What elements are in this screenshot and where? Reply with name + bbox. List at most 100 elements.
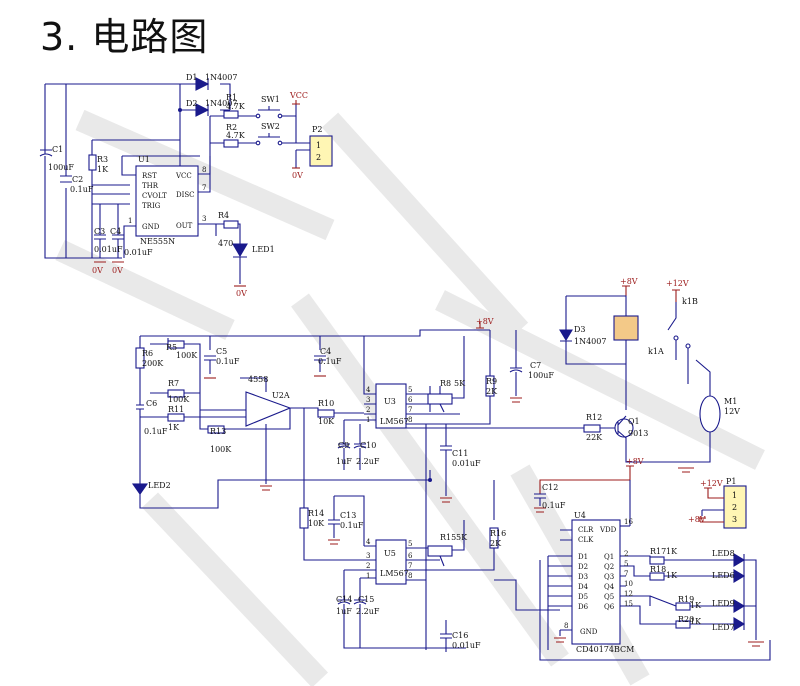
- r9-value: 2K: [486, 387, 498, 396]
- led9-label: LED9: [712, 599, 735, 608]
- r6-value: 200K: [142, 359, 164, 368]
- u4-pin2: 2: [624, 550, 628, 558]
- u4-pin8: 8: [564, 622, 568, 630]
- vcc-label: VCC: [289, 91, 308, 100]
- r7-value: 100K: [168, 395, 190, 404]
- lower-section: [131, 465, 771, 661]
- p1-label: P1: [726, 477, 736, 486]
- u3-pin5: 5: [408, 386, 412, 394]
- r1-value: 4.7K: [226, 102, 246, 111]
- r1-label: R1: [226, 93, 237, 102]
- u5-pin5: 5: [408, 540, 412, 548]
- u4-d5: D5: [578, 593, 588, 601]
- c14-value: 1uF: [336, 607, 352, 616]
- led8-label: LED8: [712, 549, 735, 558]
- r14-value: 10K: [308, 519, 325, 528]
- u4-q6: Q6: [604, 603, 615, 611]
- u1-disc: DISC: [176, 191, 195, 199]
- c9-label: C9: [338, 441, 349, 450]
- u3-pin1: 1: [366, 416, 370, 424]
- u3-pin2: 2: [366, 406, 370, 414]
- u4-pin15: 15: [624, 600, 633, 608]
- u4-pin16: 16: [624, 518, 633, 526]
- r20-label: R20: [678, 615, 694, 624]
- r10-label: R10: [318, 399, 334, 408]
- u4-d1: D1: [578, 553, 588, 561]
- r14-label: R14: [308, 509, 324, 518]
- r5-label: R5: [166, 343, 177, 352]
- v12-label-k1b: +12V: [666, 279, 689, 288]
- c5-label: C5: [216, 347, 227, 356]
- c1-value: 100uF: [48, 163, 74, 172]
- ic4558-label: 4558: [248, 375, 268, 384]
- r11-value: 1K: [168, 423, 180, 432]
- r18-label: R18: [650, 565, 666, 574]
- c16-label: C16: [452, 631, 468, 640]
- c2-label: C2: [72, 175, 83, 184]
- u1-pin3: 3: [202, 215, 206, 223]
- r2-value: 4.7K: [226, 131, 246, 140]
- c7-label: C7: [530, 361, 541, 370]
- c1-label: C1: [52, 145, 63, 154]
- r20-value: 1K: [690, 617, 702, 626]
- u1-pin1: 1: [128, 217, 132, 225]
- u3-pin4: 4: [366, 386, 371, 394]
- u4-pin5: 5: [624, 560, 628, 568]
- q1-part: 9013: [628, 429, 648, 438]
- r8-label: R8: [440, 379, 451, 388]
- r10-value: 10K: [318, 417, 335, 426]
- u5-part: LM567: [380, 569, 409, 578]
- u4-q4: Q4: [604, 583, 615, 591]
- c12-value: 0.1uF: [542, 501, 566, 510]
- r13-value: 100K: [210, 445, 232, 454]
- u4-q5: Q5: [604, 593, 614, 601]
- u4-label: U4: [574, 511, 586, 520]
- r9-label: R9: [486, 377, 497, 386]
- u4-vdd: VDD: [599, 526, 617, 534]
- r15-value: 5K: [456, 533, 468, 542]
- r5-value: 100K: [176, 351, 198, 360]
- c13-value: 0.1uF: [340, 521, 364, 530]
- q1-label: Q1: [628, 417, 640, 426]
- u5-pin7: 7: [408, 562, 412, 570]
- p1-pin2: 2: [732, 503, 737, 512]
- p2-pin2: 2: [316, 153, 321, 162]
- u4-pin12: 12: [624, 590, 633, 598]
- c12-label: C12: [542, 483, 558, 492]
- u1-out: OUT: [176, 222, 193, 230]
- u4-d2: D2: [578, 563, 588, 571]
- m1-label: M1: [724, 397, 737, 406]
- u5-pin6: 6: [408, 552, 413, 560]
- v8-label-relay: +8V: [620, 277, 638, 286]
- v12-label-p1: +12V: [700, 479, 723, 488]
- u1-pin7: 7: [202, 184, 206, 192]
- u1-gnd: GND: [142, 223, 160, 231]
- u1-part: NE555N: [140, 237, 175, 246]
- r6-label: R6: [142, 349, 153, 358]
- c3-label: C3: [94, 227, 105, 236]
- u4-part: CD40174BCM: [576, 645, 634, 654]
- u1-thr: THR: [142, 182, 159, 190]
- r16-value: 2K: [490, 539, 502, 548]
- led2-label: LED2: [148, 481, 171, 490]
- u4-d3: D3: [578, 573, 588, 581]
- u3-pin3: 3: [366, 396, 370, 404]
- v8-label-u4: +8V: [626, 457, 644, 466]
- r16-label: R16: [490, 529, 506, 538]
- c6-value: 0.1uF: [144, 427, 168, 436]
- c4-value: 0.01uF: [124, 248, 153, 257]
- u4-pin10: 10: [624, 580, 633, 588]
- page-title: 3. 电路图: [40, 15, 209, 59]
- r7-label: R7: [168, 379, 179, 388]
- u1-pin8: 8: [202, 166, 206, 174]
- c16-value: 0.01uF: [452, 641, 481, 650]
- u5-pin4: 4: [366, 538, 371, 546]
- u4-d4: D4: [578, 583, 589, 591]
- u4-q3: Q3: [604, 573, 614, 581]
- led6-label: LED6: [712, 571, 735, 580]
- c10-label: C10: [360, 441, 376, 450]
- r13-label: R13: [210, 427, 226, 436]
- u2a-label: U2A: [272, 391, 290, 400]
- gnd-label-c3: 0V: [92, 266, 103, 275]
